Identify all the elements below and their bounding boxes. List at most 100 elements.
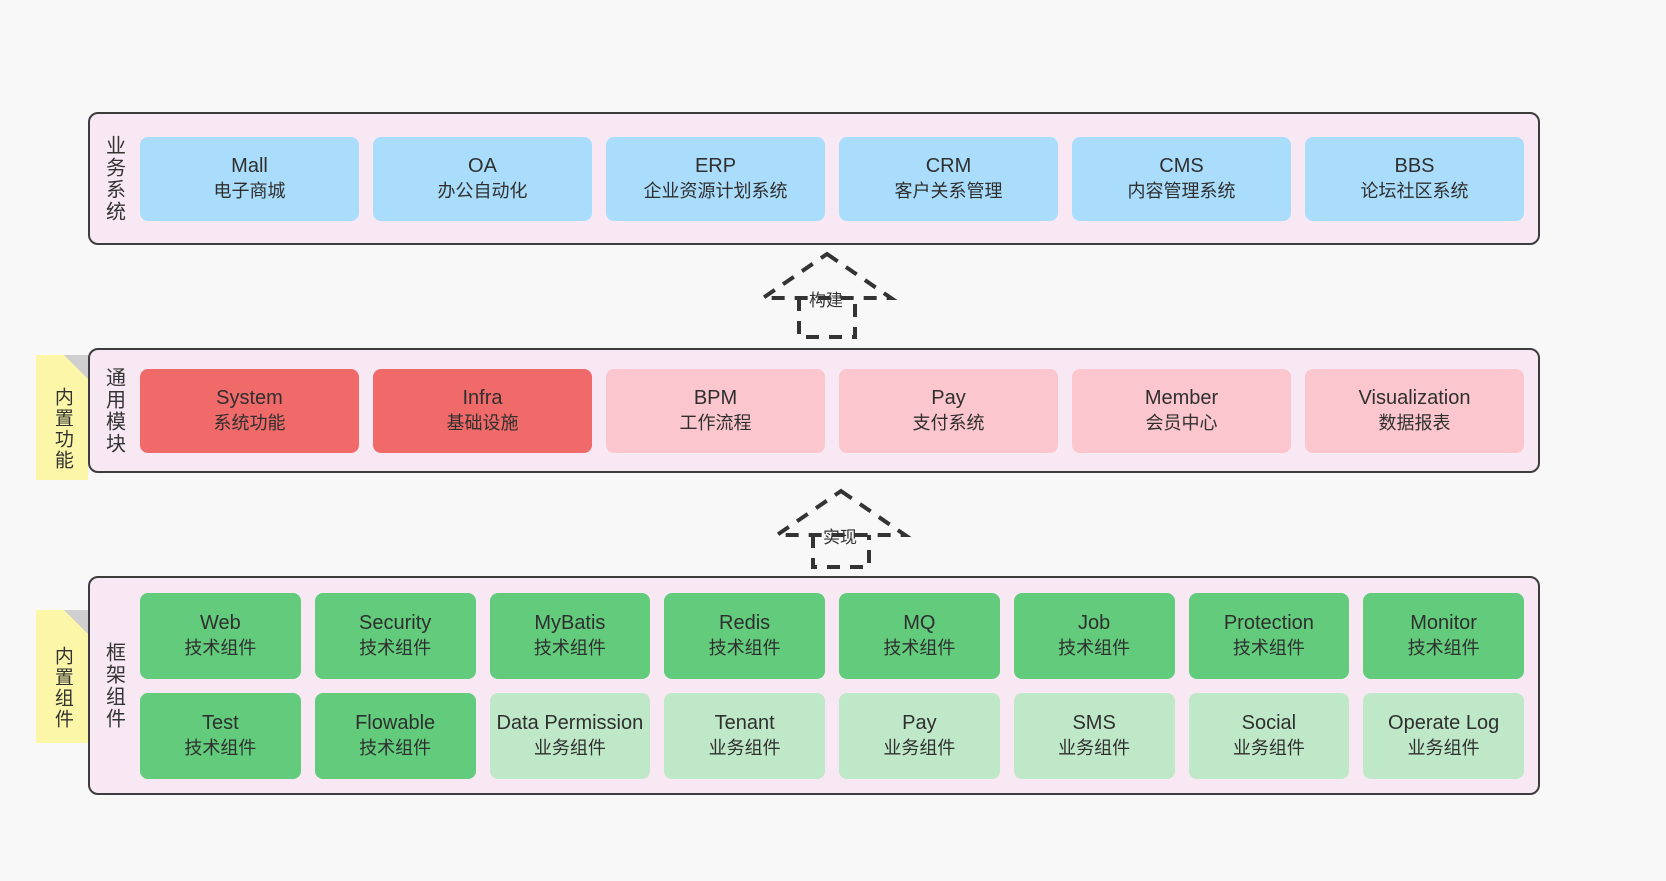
card-subtitle: 技术组件 <box>184 637 257 658</box>
card-title: Job <box>1078 612 1111 635</box>
card-title: Visualization <box>1358 387 1471 410</box>
card-subtitle: 技术组件 <box>1232 637 1305 658</box>
connector-label-build: 构建 <box>809 291 843 310</box>
card-subtitle: 办公自动化 <box>437 180 528 201</box>
card-title: Mall <box>231 155 268 178</box>
connector-label-implement: 实现 <box>823 528 857 547</box>
card-title: BPM <box>693 387 738 410</box>
card-title: Web <box>199 612 241 635</box>
card-subtitle: 技术组件 <box>1058 637 1131 658</box>
card-subtitle: 数据报表 <box>1378 412 1451 433</box>
dashed-generalization-arrow-icon <box>770 488 912 569</box>
note-fold-corner-icon <box>64 355 88 379</box>
layer-title-framework-component: 框架组件 <box>102 641 125 730</box>
card-title: ERP <box>694 155 737 178</box>
sticky-note-common-module: 内置功能 <box>36 355 88 480</box>
card-title: BBS <box>1394 155 1435 178</box>
card-title: Social <box>1241 712 1297 735</box>
card-title: System <box>216 387 283 410</box>
card-title: MQ <box>903 612 936 635</box>
card-subtitle: 工作流程 <box>679 412 752 433</box>
card-title: MyBatis <box>534 612 606 635</box>
card-title: Operate Log <box>1388 712 1500 735</box>
sticky-note-label: 内置功能 <box>51 386 73 471</box>
card-title: Protection <box>1223 612 1314 635</box>
card-subtitle: 业务组件 <box>533 737 606 758</box>
card-subtitle: 业务组件 <box>1407 737 1480 758</box>
sticky-note-framework-component: 内置组件 <box>36 610 88 743</box>
card-subtitle: 客户关系管理 <box>894 180 1003 201</box>
note-fold-corner-icon <box>64 610 88 634</box>
card-title: Redis <box>719 612 771 635</box>
card-title: Flowable <box>355 712 436 735</box>
card-title: SMS <box>1072 712 1116 735</box>
sticky-note-label: 内置组件 <box>51 645 73 730</box>
card-title: Tenant <box>714 712 775 735</box>
layer-title-common-module: 通用模块 <box>102 366 125 455</box>
card-title: Pay <box>902 712 937 735</box>
card-title: Monitor <box>1410 612 1477 635</box>
card-subtitle: 技术组件 <box>184 737 257 758</box>
layer-title-business: 业务系统 <box>102 134 125 223</box>
card-subtitle: 论坛社区系统 <box>1360 180 1469 201</box>
card-title: Infra <box>462 387 503 410</box>
card-subtitle: 支付系统 <box>912 412 985 433</box>
card-title: Pay <box>931 387 966 410</box>
card-subtitle: 基础设施 <box>446 412 519 433</box>
card-subtitle: 业务组件 <box>1058 737 1131 758</box>
card-subtitle: 系统功能 <box>213 412 286 433</box>
card-subtitle: 技术组件 <box>359 737 432 758</box>
card-title: Data Permission <box>496 712 644 735</box>
card-subtitle: 技术组件 <box>359 637 432 658</box>
card-subtitle: 业务组件 <box>708 737 781 758</box>
card-title: OA <box>468 155 497 178</box>
card-title: CRM <box>925 155 972 178</box>
card-title: Test <box>202 712 239 735</box>
card-title: Security <box>359 612 432 635</box>
card-subtitle: 内容管理系统 <box>1127 180 1236 201</box>
card-subtitle: 企业资源计划系统 <box>643 180 788 201</box>
card-subtitle: 技术组件 <box>533 637 606 658</box>
card-subtitle: 会员中心 <box>1145 412 1218 433</box>
card-subtitle: 技术组件 <box>883 637 956 658</box>
card-subtitle: 业务组件 <box>1232 737 1305 758</box>
dashed-generalization-arrow-icon <box>756 251 898 339</box>
